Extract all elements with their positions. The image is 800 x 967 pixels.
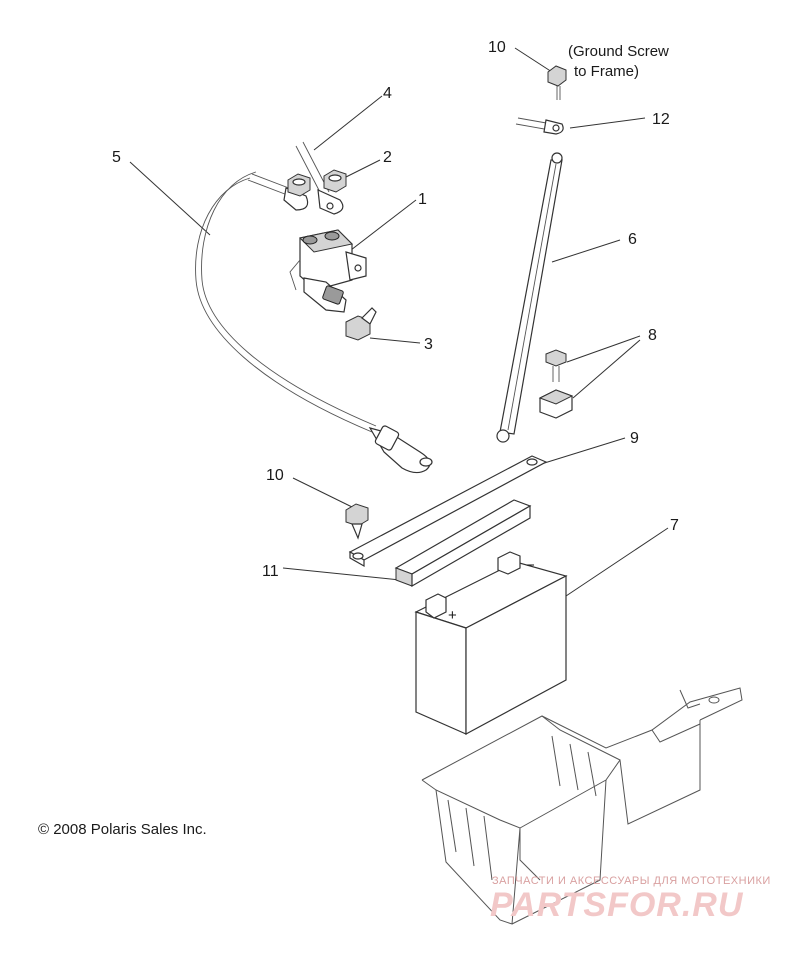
callout-5: 5	[112, 149, 121, 166]
callout-10-top: 10	[488, 39, 506, 56]
callout-labels: 1 2 3 4 5 6 7 8 9 10 10 11 12	[112, 39, 679, 580]
callout-8: 8	[648, 327, 657, 344]
nut-2	[287, 169, 347, 197]
cable-5	[195, 171, 433, 474]
battery-strap-6	[496, 152, 563, 443]
battery-positive-mark: +	[448, 607, 457, 624]
bolt-nut-8	[538, 349, 574, 419]
callout-4: 4	[383, 85, 392, 102]
callout-1: 1	[418, 191, 427, 208]
callout-10-lower: 10	[266, 467, 284, 484]
cable-4	[247, 141, 344, 215]
ground-screw-10	[547, 65, 567, 100]
copyright-text: © 2008 Polaris Sales Inc.	[38, 821, 207, 838]
battery-tray	[421, 687, 743, 925]
callout-9: 9	[630, 430, 639, 447]
battery-pad-11	[394, 499, 532, 588]
callout-2: 2	[383, 149, 392, 166]
battery-negative-mark: −	[526, 557, 535, 574]
screw-3	[345, 307, 377, 341]
callout-7: 7	[670, 517, 679, 534]
callout-11: 11	[262, 563, 279, 580]
ground-screw-note: (Ground Screw to Frame)	[568, 43, 669, 80]
watermark-brand: PARTSFOR.RU	[490, 886, 744, 924]
bolt-10-lower	[345, 503, 369, 540]
callout-3: 3	[424, 336, 433, 353]
leader-lines	[129, 47, 669, 609]
ground-cable-12	[515, 117, 564, 135]
hold-down-bracket-9	[348, 455, 548, 568]
solenoid-1	[289, 229, 367, 313]
callout-6: 6	[628, 231, 637, 248]
note-line-1: (Ground Screw	[568, 43, 669, 60]
battery-7: + −	[414, 551, 568, 736]
note-line-2: to Frame)	[574, 63, 639, 80]
callout-12: 12	[652, 111, 670, 128]
watermark: ЗАПЧАСТИ И АКСЕССУАРЫ ДЛЯ МОТОТЕХНИКИ PA…	[490, 875, 771, 924]
watermark-tagline: ЗАПЧАСТИ И АКСЕССУАРЫ ДЛЯ МОТОТЕХНИКИ	[492, 875, 771, 887]
